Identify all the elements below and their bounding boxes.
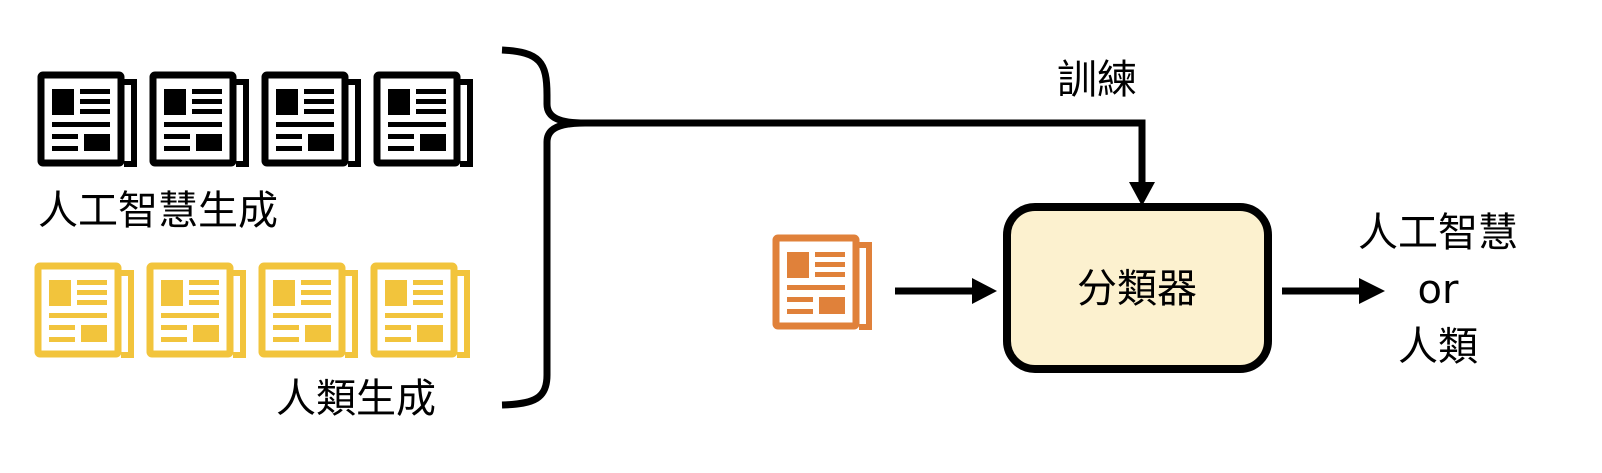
train-label: 訓練 (1057, 57, 1137, 103)
newspaper-icon (370, 262, 470, 358)
human-generated-label: 人類生成 (276, 376, 436, 422)
newspaper-icon (261, 71, 361, 167)
newspaper-icon (34, 262, 134, 358)
classifier-box (1003, 203, 1272, 373)
newspaper-icon (146, 262, 246, 358)
newspaper-icon (258, 262, 358, 358)
newspaper-icon (373, 71, 473, 167)
output-arrowhead (1359, 278, 1385, 304)
training-data-brace (501, 46, 586, 409)
input-arrowhead (972, 278, 997, 304)
output-ai-label: 人工智慧 (1358, 210, 1518, 256)
input-document (772, 234, 872, 330)
classifier-label: 分類器 (1077, 266, 1197, 312)
newspaper-icon (772, 234, 872, 330)
newspaper-icon (37, 71, 137, 167)
output-or-label: or (1418, 267, 1459, 313)
ai-generated-label: 人工智慧生成 (38, 188, 278, 234)
training-arrow (585, 119, 1146, 188)
training-arrowhead (1129, 182, 1155, 206)
human-generated-documents (34, 262, 470, 358)
ai-generated-documents (37, 71, 473, 167)
newspaper-icon (149, 71, 249, 167)
output-human-label: 人類 (1398, 324, 1478, 370)
